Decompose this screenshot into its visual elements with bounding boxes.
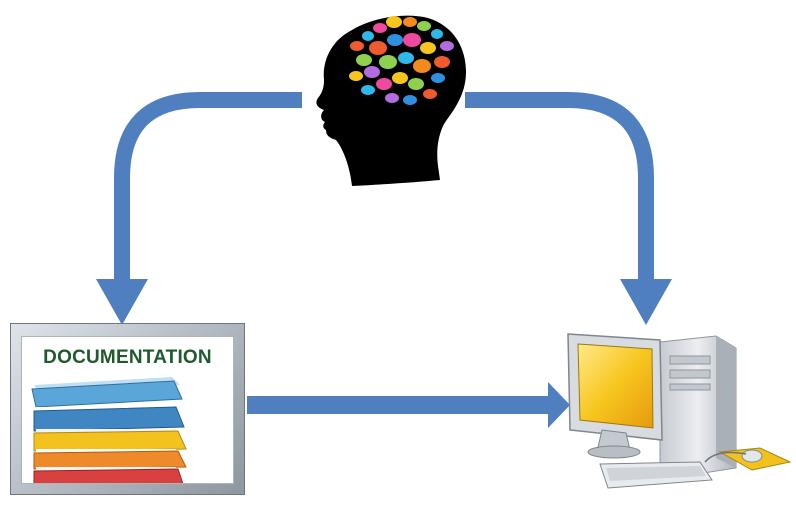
thought-bubbles <box>349 16 454 105</box>
arrow-documentation-to-computer <box>247 382 570 428</box>
documentation-label: DOCUMENTATION <box>43 347 212 368</box>
arrow-person-to-computer <box>465 92 672 325</box>
arrow-person-to-documentation <box>96 92 302 325</box>
documentation-node: DOCUMENTATION <box>10 323 245 495</box>
document-folders-icon <box>31 377 187 483</box>
documentation-panel: DOCUMENTATION <box>21 336 234 484</box>
brain-thoughts-icon <box>316 15 466 187</box>
computer-icon <box>567 333 792 489</box>
